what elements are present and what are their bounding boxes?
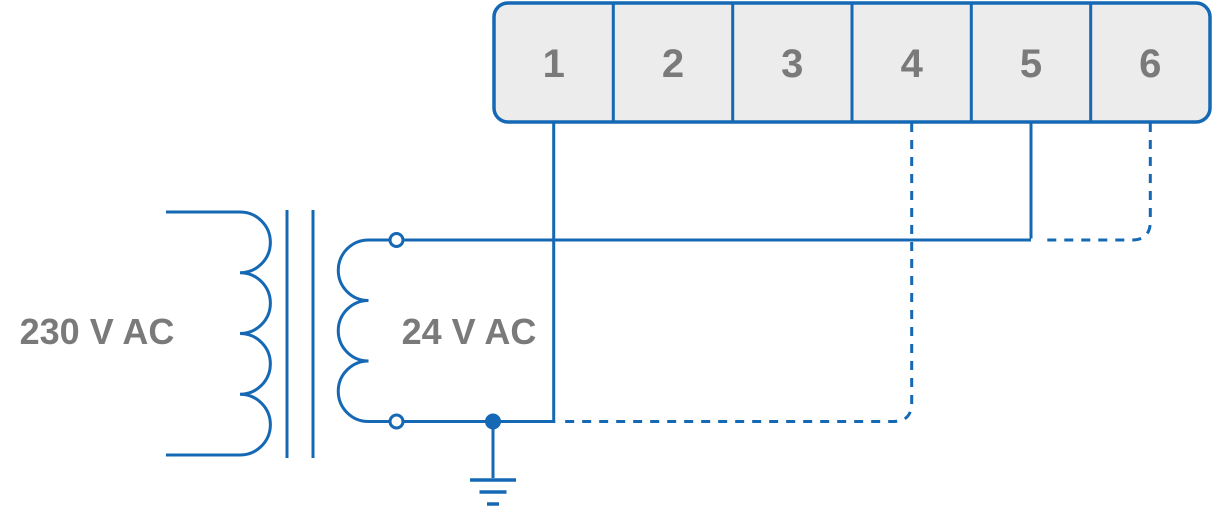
secondary-winding [336,238,392,423]
terminal-6-label: 6 [1139,42,1161,86]
wire-terminal-4-dashed [560,123,914,423]
terminal-5-label: 5 [1020,42,1042,86]
terminal-1-label: 1 [543,42,565,86]
secondary-voltage-label: 24 V AC [402,311,537,352]
wire-terminal-6-dashed [1042,123,1152,242]
terminal-4-label: 4 [901,42,924,86]
ground-symbol [470,413,516,506]
secondary-top-terminal [388,232,405,248]
transformer-symbol [166,210,405,458]
terminal-2-label: 2 [662,42,684,86]
primary-voltage-label: 230 V AC [20,311,175,352]
primary-winding [166,210,272,457]
dashed-wires [560,123,1152,423]
terminal-block: 1 2 3 4 5 6 [492,1,1212,124]
secondary-bottom-terminal [388,413,405,430]
terminal-3-label: 3 [781,42,803,86]
solid-wires [403,122,1033,423]
